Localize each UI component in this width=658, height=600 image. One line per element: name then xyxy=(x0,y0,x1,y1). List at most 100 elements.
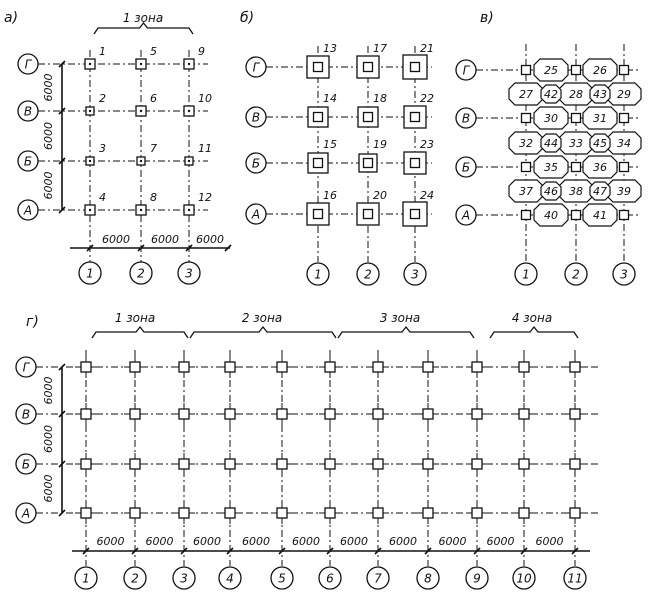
panel-b-footing-inner xyxy=(409,208,421,220)
panel-d-hdim: 6000 xyxy=(193,535,221,548)
panel-c-col-2-label: 3 xyxy=(620,268,628,282)
panel-c-small-octagon xyxy=(589,84,611,104)
panel-d-footing xyxy=(471,458,483,470)
panel-d-col-1-circle xyxy=(123,566,147,590)
panel-c-footing-number: 31 xyxy=(593,112,607,125)
panel-a-column-dot xyxy=(187,62,191,66)
panel-a-footing-number: 3 xyxy=(99,142,106,155)
panel-c-footing-octagon xyxy=(582,155,618,179)
panel-c-footing-octagon xyxy=(533,58,569,82)
panel-a-footing-number: 8 xyxy=(150,191,157,204)
panel-a-column-dot xyxy=(139,208,143,212)
panel-b-footing-number: 14 xyxy=(323,92,337,105)
panel-b-footing-number: 20 xyxy=(373,189,387,202)
panel-b-footing-inner xyxy=(312,157,324,169)
panel-d-row-1-label: В xyxy=(22,408,30,422)
panel-d-col-5-circle xyxy=(318,566,342,590)
panel-a-column-dot xyxy=(139,62,143,66)
panel-b-footing-number: 21 xyxy=(420,42,434,55)
panel-a-column-dot xyxy=(88,62,92,66)
panel-c-col-2-circle xyxy=(612,262,636,286)
panel-c-footing-number: 43 xyxy=(593,88,607,101)
panel-a-row-1-label: В xyxy=(24,105,32,119)
panel-c-footing-octagon xyxy=(582,106,618,130)
panel-a-column-dot xyxy=(187,109,191,113)
panel-d-zone-label: 4 зона xyxy=(512,311,552,325)
panel-d-hdim: 6000 xyxy=(97,535,125,548)
panel-c-column-square xyxy=(570,112,582,124)
panel-a-column-dot xyxy=(88,159,92,163)
dimension-tick xyxy=(58,60,66,68)
panel-c-footing-octagon xyxy=(533,155,569,179)
panel-d-col-6-circle xyxy=(366,566,390,590)
dimension-tick xyxy=(278,547,286,555)
panel-a-column-dot xyxy=(187,159,191,163)
panel-a-col-2-circle xyxy=(177,261,201,285)
panel-d-footing xyxy=(276,408,288,420)
panel-d-hdim: 6000 xyxy=(439,535,467,548)
panel-b-footing-inner xyxy=(409,111,421,123)
panel-c-footing-number: 28 xyxy=(569,88,583,101)
panel-c-column-square xyxy=(520,161,532,173)
panel-d-hdim: 6000 xyxy=(487,535,515,548)
panel-d-letter: г) xyxy=(26,314,39,330)
panel-d-footing xyxy=(178,408,190,420)
panel-a-row-0-label: Г xyxy=(25,58,33,72)
panel-c-column-square xyxy=(570,209,582,221)
panel-a-footing-number: 6 xyxy=(150,92,157,105)
panel-b-footing-number: 24 xyxy=(420,189,434,202)
panel-d-footing xyxy=(129,458,141,470)
dimension-tick xyxy=(224,244,232,252)
panel-c-small-octagon xyxy=(540,181,562,201)
panel-b-col-0-label: 1 xyxy=(314,268,322,282)
panel-d-footing xyxy=(224,408,236,420)
dimension-tick xyxy=(58,363,66,371)
panel-c-footing-number: 36 xyxy=(593,161,607,174)
panel-d-hdim: 6000 xyxy=(242,535,270,548)
panel-a-footing-number: 7 xyxy=(150,142,157,155)
panel-a-zone-label: 1 зона xyxy=(123,11,163,25)
panel-d-footing xyxy=(80,458,92,470)
panel-c-footing-octagon xyxy=(582,58,618,82)
panel-c-footing-number: 25 xyxy=(544,64,558,77)
panel-d-footing xyxy=(471,507,483,519)
panel-d-col-9-circle xyxy=(512,566,536,590)
panel-d-footing xyxy=(422,507,434,519)
dimension-tick xyxy=(571,547,579,555)
panel-c-footing-number: 34 xyxy=(617,137,631,150)
panel-c-footing-number: 37 xyxy=(519,185,533,198)
panel-c-column-square xyxy=(520,112,532,124)
panel-d-footing xyxy=(178,458,190,470)
panel-d-footing xyxy=(422,458,434,470)
panel-b-footing-inner xyxy=(409,61,421,73)
panel-d-zone-brace xyxy=(489,325,579,339)
panel-d-col-3-circle xyxy=(218,566,242,590)
dimension-tick xyxy=(473,547,481,555)
panel-d-col-8-circle xyxy=(465,566,489,590)
panel-d-col-4-circle xyxy=(270,566,294,590)
panel-d-footing xyxy=(471,408,483,420)
panel-a-column-dot xyxy=(88,109,92,113)
panel-d-zone-brace xyxy=(337,325,475,339)
panel-d-row-0-label: Г xyxy=(23,361,31,375)
panel-d-footing xyxy=(372,507,384,519)
panel-c-column-square xyxy=(618,112,630,124)
panel-d-footing xyxy=(324,507,336,519)
panel-a-hdim: 6000 xyxy=(102,233,130,246)
panel-a-column-dot xyxy=(139,159,143,163)
panel-c-footing-number: 40 xyxy=(544,209,558,222)
panel-d-footing xyxy=(178,361,190,373)
panel-d-footing xyxy=(80,408,92,420)
panel-d-col-7-label: 8 xyxy=(424,572,432,586)
panel-d-footing xyxy=(569,408,581,420)
dimension-tick xyxy=(58,157,66,165)
panel-d-hdim: 6000 xyxy=(536,535,564,548)
panel-c-row-0-label: Г xyxy=(463,64,471,78)
panel-a-column-dot xyxy=(187,208,191,212)
panel-a-footing-number: 2 xyxy=(99,92,106,105)
panel-d-footing xyxy=(80,507,92,519)
panel-d-footing xyxy=(129,361,141,373)
panel-c-col-1-circle xyxy=(564,262,588,286)
dimension-tick xyxy=(58,206,66,214)
panel-b-footing-inner xyxy=(312,61,324,73)
